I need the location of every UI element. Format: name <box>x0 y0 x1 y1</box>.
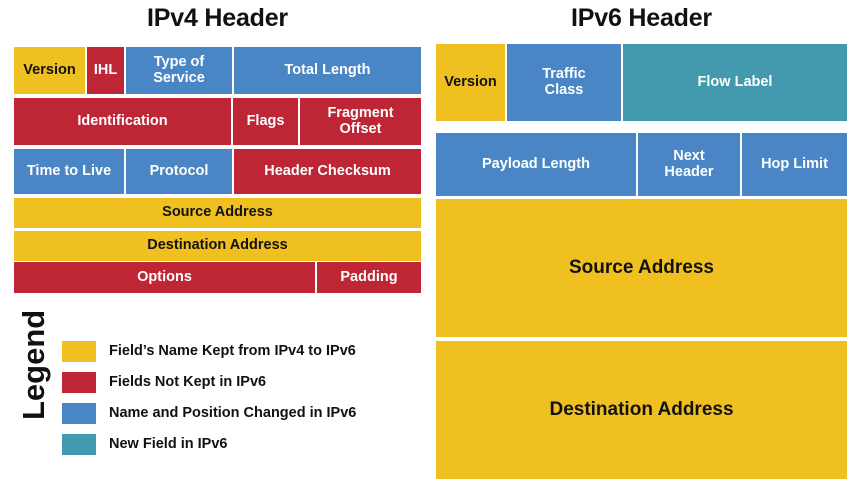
ipv6-field-traffic-class: Traffic Class <box>506 43 622 122</box>
legend-title: Legend <box>16 309 51 420</box>
legend-item-kept: Field’s Name Kept from IPv4 to IPv6 <box>62 340 356 362</box>
legend-swatch-not-kept-icon <box>62 371 96 393</box>
legend-swatch-kept-icon <box>62 340 96 362</box>
ipv6-field-version: Version <box>435 43 506 122</box>
ipv4-field-total-length: Total Length <box>233 46 422 95</box>
ipv4-field-flags: Flags <box>232 97 299 146</box>
ipv6-field-source-address: Source Address <box>435 198 848 338</box>
ipv4-field-header-checksum: Header Checksum <box>233 148 422 195</box>
ipv4-field-source-address: Source Address <box>13 197 422 229</box>
ipv6-header-title: IPv6 Header <box>571 4 712 32</box>
legend-label-not-kept: Fields Not Kept in IPv6 <box>109 374 267 390</box>
ipv4-field-time-to-live: Time to Live <box>13 148 125 195</box>
ipv4-field-fragment-offset: Fragment Offset <box>299 97 422 146</box>
legend-item-not-kept: Fields Not Kept in IPv6 <box>62 371 266 393</box>
legend-label-kept: Field’s Name Kept from IPv4 to IPv6 <box>109 343 356 359</box>
legend-swatch-changed-icon <box>62 402 96 424</box>
legend-swatch-new-icon <box>62 433 96 455</box>
ipv4-field-padding: Padding <box>316 261 422 294</box>
ipv4-field-version: Version <box>13 46 86 95</box>
ipv6-field-destination-address: Destination Address <box>435 340 848 480</box>
ipv4-field-type-of-service: Type of Service <box>125 46 233 95</box>
legend-item-new: New Field in IPv6 <box>62 433 227 455</box>
ipv4-field-destination-address: Destination Address <box>13 230 422 262</box>
ipv4-header-title: IPv4 Header <box>147 4 288 32</box>
ipv6-field-flow-label: Flow Label <box>622 43 848 122</box>
ipv4-field-protocol: Protocol <box>125 148 233 195</box>
legend-label-new: New Field in IPv6 <box>109 436 228 452</box>
ipv6-field-hop-limit: Hop Limit <box>741 132 848 197</box>
legend-label-changed: Name and Position Changed in IPv6 <box>109 405 357 421</box>
ipv4-field-options: Options <box>13 261 316 294</box>
ipv6-field-payload-length: Payload Length <box>435 132 637 197</box>
legend-item-changed: Name and Position Changed in IPv6 <box>62 402 356 424</box>
ipv4-field-identification: Identification <box>13 97 232 146</box>
ipv4-field-ihl: IHL <box>86 46 125 95</box>
ipv6-field-next-header: Next Header <box>637 132 741 197</box>
